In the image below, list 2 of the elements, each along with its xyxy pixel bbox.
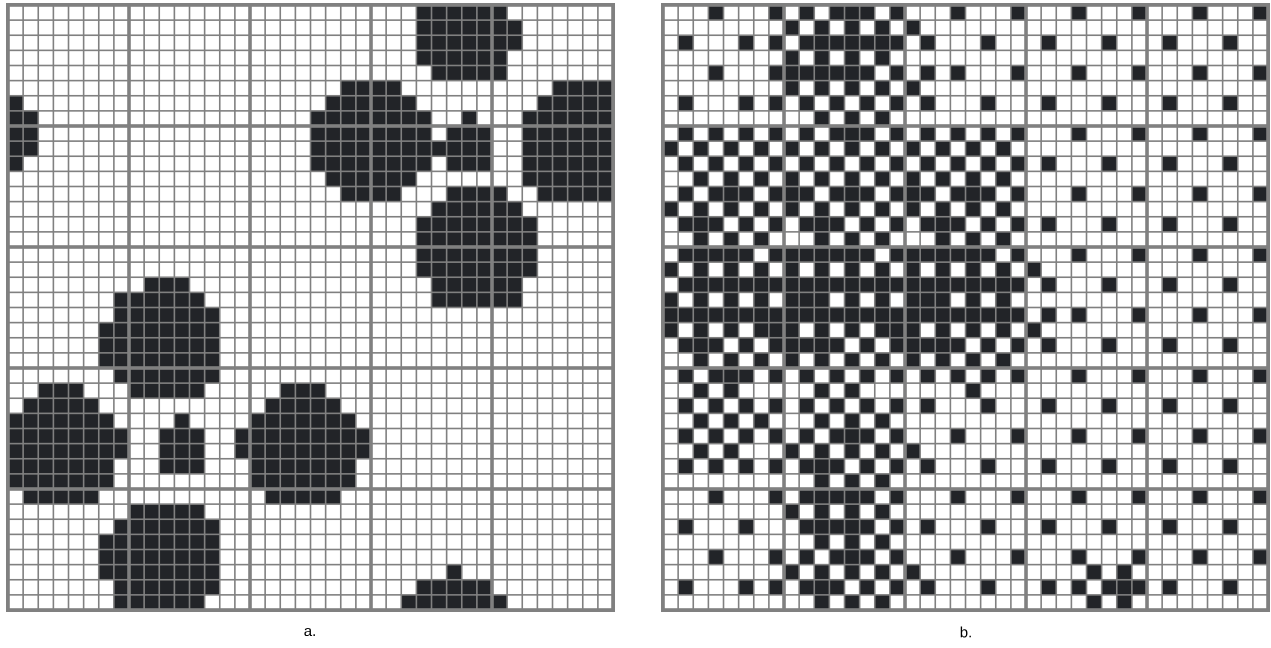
panel-label: a. (304, 627, 315, 637)
panel-label: b. (960, 626, 971, 638)
